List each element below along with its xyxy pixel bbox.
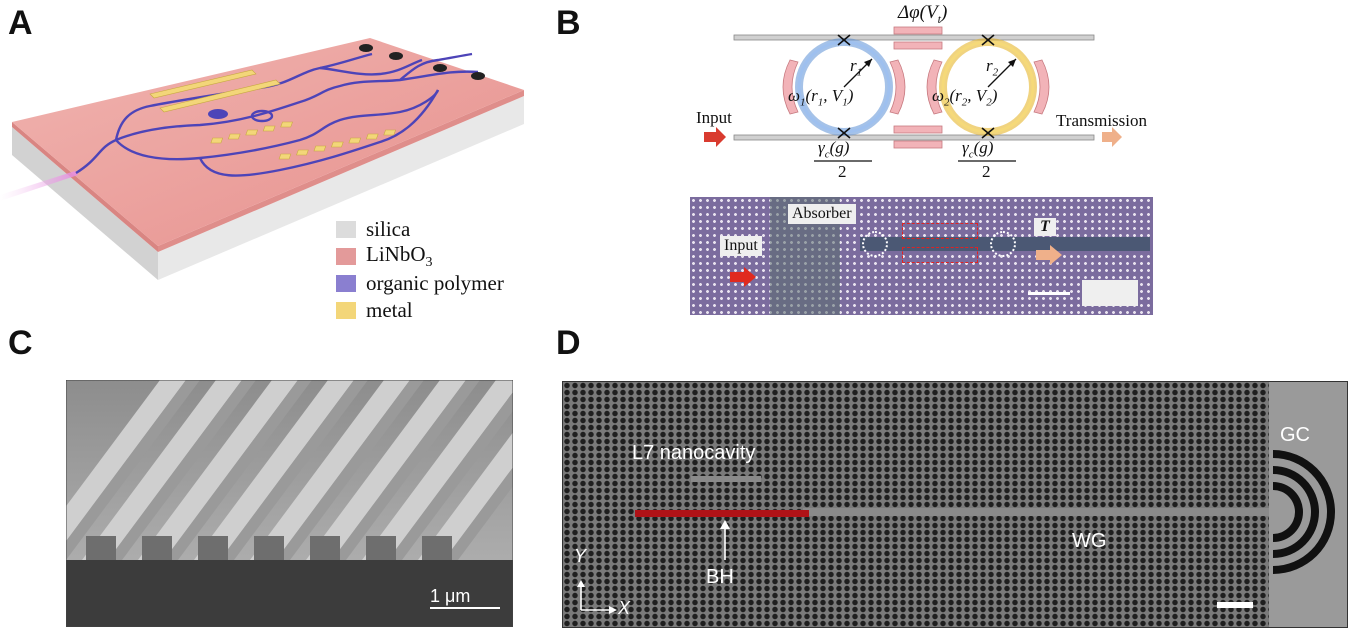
micrograph-output-arrow [1036,245,1064,270]
micrograph-electrode-box [902,247,978,263]
legend-label: organic polymer [366,271,504,295]
scale-bar [1028,292,1070,295]
radius-label-2: r2 [986,56,999,79]
grating-ridge-sidewall [332,380,480,560]
grating-ridge-sidewall [164,380,312,560]
grating-ridge-cross-section [142,536,172,560]
grating-ridge-sidewall [108,380,256,560]
grating-ridge-sidewall [66,380,200,560]
legend-item-organic-polymer: organic polymer [336,270,504,297]
micrograph-absorber-label: Absorber [788,204,856,224]
omega-label-1: ω1(r1, V1) [788,86,854,109]
photonic-crystal-waveguide [803,508,1273,516]
polymer-waveguides [75,52,479,177]
axis-indicator [577,578,621,619]
grating-coupler [1273,450,1335,574]
legend-item-linbo3: LiNbO3 [336,241,504,271]
photodetectors [359,44,485,80]
substrate-cross-section [66,560,513,627]
legend-label: metal [366,298,413,322]
coupling-marks [837,34,995,139]
omega-label-2: ω2(r2, V2) [932,86,998,109]
scale-bar-label-box [1082,280,1138,306]
coupling-denominator-2: 2 [982,162,991,181]
panel-c-sem-image [66,380,513,627]
silica-front-face [12,127,158,280]
grating-ridges [66,380,513,560]
grating-ridge-cross-section [198,536,228,560]
grating-ridge [194,380,354,560]
wg-label: WG [1072,530,1107,552]
grating-ridge [306,380,466,560]
panel-b-schematic [704,26,1122,162]
legend-swatch [336,275,356,292]
panel-d-sem-image [562,381,1348,628]
l7-nanocavity [691,476,761,482]
grating-ridge [362,380,513,560]
coupling-numerator-1: γc(g) [818,138,850,161]
electrodes [782,26,1050,149]
legend-swatch [336,221,356,238]
legend-item-silica: silica [336,216,504,243]
bh-pointer-arrow [719,520,731,565]
laser-beam [0,171,78,201]
top-bus-waveguide [733,34,1095,41]
micrograph-dashed-ring [862,231,888,257]
radius-label-1: r1 [850,56,863,79]
phase-shift-label: Δφ(Vt) [898,2,948,26]
y-axis-label: Y [574,546,587,566]
legend-swatch [336,248,356,265]
panel-a-legend: silica LiNbO3 organic polymer metal [336,216,504,324]
grating-ridge-cross-section [86,536,116,560]
silica-right-face [158,96,524,280]
x-axis-label: X [618,598,631,618]
grating-ridge-cross-section [366,536,396,560]
coupling-numerator-2: γc(g) [962,138,994,161]
coupling-denominator-1: 2 [838,162,847,181]
micrograph-input-label: Input [720,236,762,256]
polymer-disk [208,109,228,119]
grating-ridge-sidewall [276,380,424,560]
grating-ridge [250,380,410,560]
bottom-bus-waveguide [733,134,1095,141]
grating-ridge-cross-section [254,536,284,560]
grating-ridge-sidewall [220,380,368,560]
panel-label-c: C [8,324,33,362]
transmission-label: Transmission [1056,111,1148,130]
micrograph-electrode-box [902,223,978,239]
scale-bar [1217,602,1253,608]
panel-label-b: B [556,4,581,42]
grating-ridge-sidewall [444,467,513,560]
panel-b-micrograph: Absorber Input T [690,197,1153,315]
grating-ridge [138,380,298,560]
micrograph-t-label: T [1034,218,1056,236]
linbo3-top-surface [12,38,524,246]
gc-label: GC [1280,424,1310,446]
legend-swatch [336,302,356,319]
panel-a-device-illustration [0,38,524,280]
input-arrow [704,127,726,147]
polymer-ring [250,109,274,123]
grating-ridge-cross-section [422,536,452,560]
legend-item-metal: metal [336,297,504,324]
metal-electrodes [149,69,397,160]
grating-ridge-cross-section [310,536,340,560]
transmission-arrow [1102,127,1122,147]
input-label: Input [696,108,732,127]
micrograph-dashed-ring [990,231,1016,257]
legend-label: LiNbO3 [366,241,433,271]
panel-label-a: A [8,4,33,42]
panel-label-d: D [556,324,581,362]
legend-label: silica [366,217,411,241]
scale-bar-label: 1 μm [430,586,471,606]
grating-ridge [82,380,242,560]
bh-label: BH [706,566,734,588]
l7-nanocavity-label: L7 nanocavity [632,442,756,464]
buried-heterostructure-bar [635,510,809,517]
